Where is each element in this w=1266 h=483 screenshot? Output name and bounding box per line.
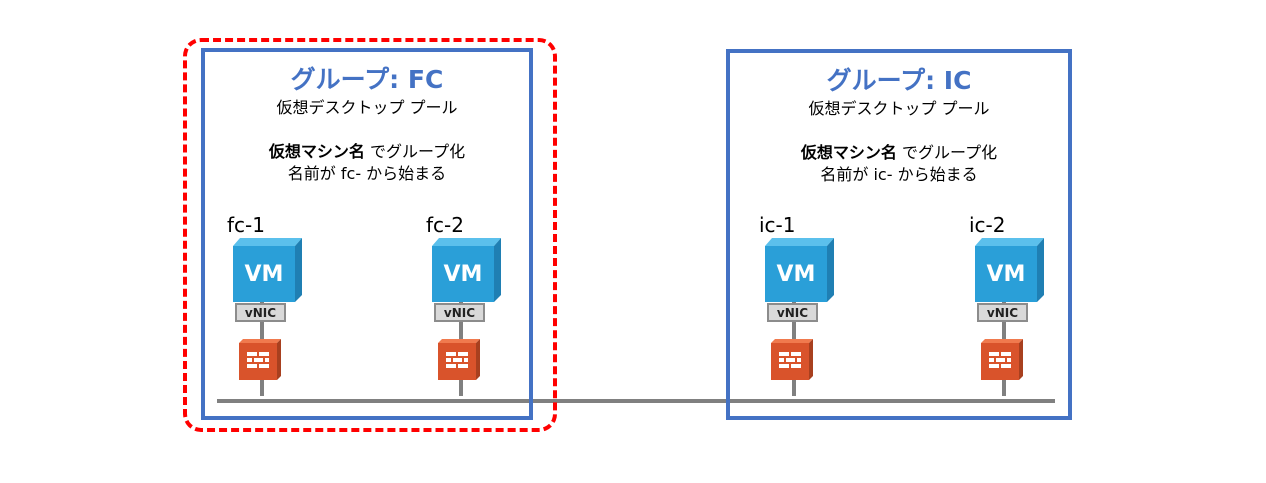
vm-cube-top — [432, 238, 501, 246]
vnic-label: vNIC — [767, 303, 818, 322]
vnic-label: vNIC — [434, 303, 485, 322]
vm-node: ic-2 VM vNIC — [969, 213, 1055, 396]
firewall-icon — [981, 339, 1023, 380]
rule-bold: 仮想マシン名 — [268, 142, 365, 161]
vm-icon: VM — [432, 246, 494, 302]
vm-cube-side — [1037, 238, 1044, 302]
vm-name: ic-1 — [759, 213, 796, 237]
vm-icon: VM — [765, 246, 827, 302]
vm-cube-top — [233, 238, 302, 246]
firewall-icon — [438, 339, 480, 380]
group-rule: 仮想マシン名 でグループ化 — [730, 139, 1068, 163]
group-title: グループ: FC — [290, 65, 444, 94]
group-rule-detail: 名前が fc- から始まる — [287, 164, 447, 183]
vnic-label: vNIC — [235, 303, 286, 322]
firewall-icon — [771, 339, 813, 380]
rule-rest: でグループ化 — [364, 142, 466, 161]
selection-highlight — [183, 38, 557, 432]
group-rule-detail: 名前が ic- から始まる — [820, 165, 978, 184]
vm-cube-top — [765, 238, 834, 246]
vm-cube-top — [975, 238, 1044, 246]
group-title: グループ: IC — [826, 66, 972, 95]
rule-rest: でグループ化 — [896, 143, 998, 162]
vm-name: fc-2 — [426, 213, 464, 237]
rule-bold: 仮想マシン名 — [800, 143, 897, 162]
vm-cube-side — [494, 238, 501, 302]
vm-cube-side — [827, 238, 834, 302]
group-rule: 仮想マシン名 でグループ化 — [205, 138, 529, 162]
group-subtitle: 仮想デスクトップ プール — [808, 99, 990, 118]
firewall-icon — [239, 339, 281, 380]
vm-icon: VM — [975, 246, 1037, 302]
vm-node: fc-2 VM vNIC — [426, 213, 512, 396]
vm-icon: VM — [233, 246, 295, 302]
vm-cube-side — [295, 238, 302, 302]
group-ic: グループ: IC 仮想デスクトップ プール 仮想マシン名 でグループ化 名前が … — [726, 49, 1072, 420]
group-fc: グループ: FC 仮想デスクトップ プール 仮想マシン名 でグループ化 名前が … — [201, 48, 533, 420]
vm-node: ic-1 VM vNIC — [759, 213, 845, 396]
vm-name: ic-2 — [969, 213, 1006, 237]
network-line — [217, 399, 1055, 403]
vnic-label: vNIC — [977, 303, 1028, 322]
group-subtitle: 仮想デスクトップ プール — [276, 98, 458, 117]
vm-node: fc-1 VM vNIC — [227, 213, 313, 396]
vm-name: fc-1 — [227, 213, 265, 237]
